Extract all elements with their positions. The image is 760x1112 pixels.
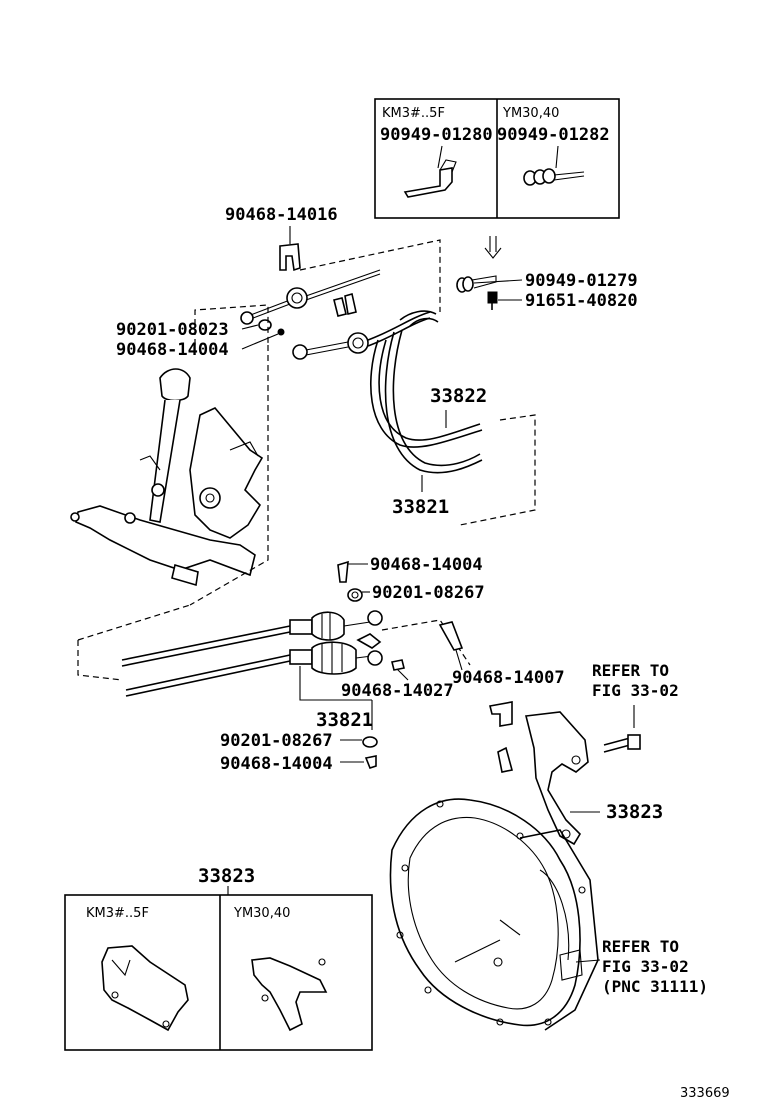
label-33821-upper: 33821 bbox=[392, 496, 449, 518]
label-90201-08023: 90201-08023 bbox=[116, 320, 229, 340]
label-90468-14027: 90468-14027 bbox=[341, 681, 454, 701]
clip-90468-14007 bbox=[438, 621, 464, 651]
label-90468-14004-mid: 90468-14004 bbox=[370, 555, 483, 575]
bottom-inset-frame bbox=[64, 894, 373, 1051]
shift-lever-assembly bbox=[70, 368, 264, 587]
label-33821-lower: 33821 bbox=[316, 709, 373, 731]
top-inset-left-part: 90949-01280 bbox=[380, 125, 493, 145]
lower-cable-end bbox=[292, 332, 369, 360]
shift-knob bbox=[159, 368, 191, 402]
ref2-line1: REFER TO bbox=[602, 937, 679, 956]
ref1-line1: REFER TO bbox=[592, 661, 669, 680]
leader-lines-middle bbox=[340, 563, 635, 813]
dashed-reference-upper bbox=[189, 239, 536, 606]
ref1-line2: FIG 33-02 bbox=[592, 681, 679, 700]
lower-cables bbox=[121, 610, 405, 701]
bottom-inset: 33823 KM3#..5F YM30,40 bbox=[64, 865, 373, 1051]
shifter-base bbox=[75, 505, 256, 577]
shifter-bracket bbox=[189, 407, 264, 539]
label-90949-01279: 90949-01279 bbox=[525, 271, 638, 291]
clip-drawing-right bbox=[523, 145, 585, 186]
leader-lines-upper bbox=[241, 226, 523, 492]
washer-90201-08267-mid bbox=[347, 588, 363, 602]
label-90468-14007: 90468-14007 bbox=[452, 668, 565, 688]
shift-lever-shaft bbox=[149, 399, 181, 523]
washer-90201-08267-lower bbox=[362, 736, 378, 748]
label-90468-14016: 90468-14016 bbox=[225, 205, 338, 225]
bracket-variant-left bbox=[101, 945, 189, 1032]
label-90468-14004-lower: 90468-14004 bbox=[220, 754, 333, 774]
label-90201-08267-mid: 90201-08267 bbox=[372, 583, 485, 603]
dashed-reference-middle bbox=[77, 604, 471, 681]
clip-90468-14004-lower bbox=[364, 755, 377, 769]
arrow-down-icon bbox=[484, 236, 502, 259]
label-90468-14004-upper: 90468-14004 bbox=[116, 340, 229, 360]
figure-id: 333669 bbox=[680, 1086, 730, 1101]
bolt-91651-40820 bbox=[487, 291, 498, 310]
bottom-inset-right-variant: YM30,40 bbox=[233, 906, 290, 921]
bracket-variant-right bbox=[251, 957, 328, 1032]
ref2-line3: (PNC 31111) bbox=[602, 977, 708, 996]
upper-cable-end bbox=[240, 269, 381, 336]
top-inset-left-variant: KM3#..5F bbox=[382, 106, 445, 121]
label-90201-08267-lower: 90201-08267 bbox=[220, 731, 333, 751]
clip-90468-14016 bbox=[279, 243, 301, 272]
bracket-33823 bbox=[489, 701, 641, 846]
ref2-line2: FIG 33-02 bbox=[602, 957, 689, 976]
top-inset: KM3#..5F YM30,40 90949-01280 90949-01282 bbox=[374, 98, 620, 259]
label-33823: 33823 bbox=[606, 801, 663, 823]
clip-90949-01279 bbox=[456, 275, 497, 293]
bottom-inset-title: 33823 bbox=[198, 865, 255, 887]
label-91651-40820: 91651-40820 bbox=[525, 291, 638, 311]
bottom-inset-left-variant: KM3#..5F bbox=[86, 906, 149, 921]
clip-drawing-left bbox=[403, 145, 457, 198]
top-inset-right-part: 90949-01282 bbox=[497, 125, 610, 145]
clip-90468-14004-mid bbox=[337, 560, 349, 583]
cables-33821-33822 bbox=[367, 310, 483, 474]
ref2-leader bbox=[575, 959, 601, 963]
top-inset-right-variant: YM30,40 bbox=[502, 106, 559, 121]
bell-housing bbox=[389, 798, 599, 1031]
label-33822: 33822 bbox=[430, 385, 487, 407]
